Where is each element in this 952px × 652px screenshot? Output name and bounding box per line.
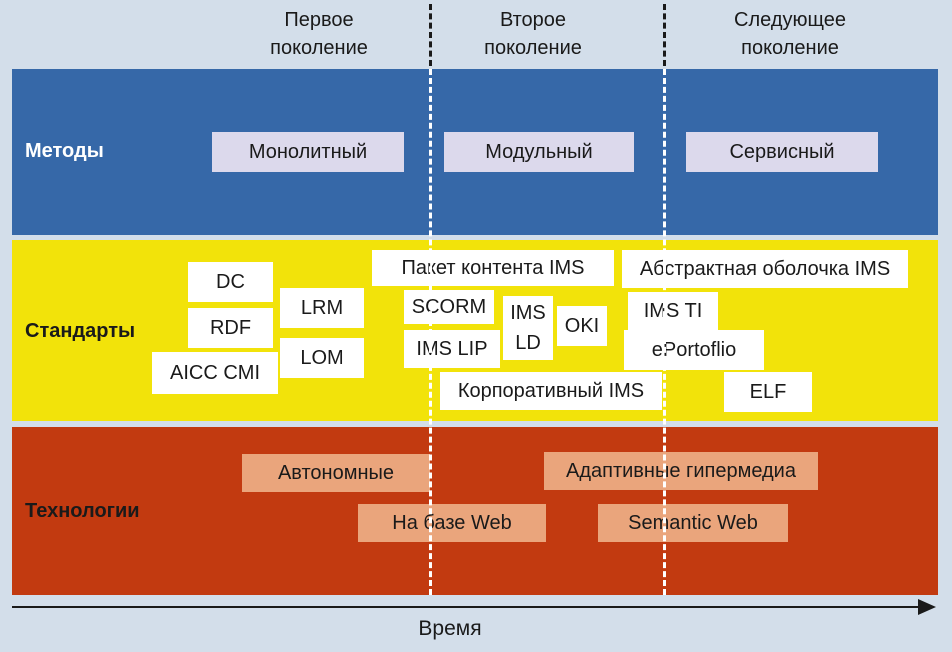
method-service: Сервисный bbox=[686, 132, 878, 172]
standard-scorm: SCORM bbox=[404, 290, 494, 324]
generation-divider-2 bbox=[663, 69, 666, 595]
standard-ims-content-package: Пакет контента IMS bbox=[372, 250, 614, 286]
generation-header-next: Следующее поколение bbox=[695, 6, 885, 62]
technology-autonomous: Автономные bbox=[242, 454, 430, 492]
generation-header-next-line1: Следующее bbox=[734, 9, 846, 31]
technology-web-based: На базе Web bbox=[358, 504, 546, 542]
time-axis-line bbox=[12, 606, 922, 608]
technology-semantic-web: Semantic Web bbox=[598, 504, 788, 542]
row-label-technologies: Технологии bbox=[25, 500, 140, 522]
standard-ims-ld: IMS LD bbox=[503, 296, 553, 360]
generation-divider-2-top bbox=[663, 4, 666, 66]
generation-divider-1-top bbox=[429, 4, 432, 66]
generation-header-next-line2: поколение bbox=[741, 37, 839, 59]
standard-ims-lip: IMS LIP bbox=[404, 330, 500, 368]
time-axis-label: Время bbox=[418, 617, 482, 640]
standard-corporate-ims: Корпоративный IMS bbox=[440, 372, 662, 410]
standard-ims-abstract-framework: Абстрактная оболочка IMS bbox=[622, 250, 908, 288]
standard-elf: ELF bbox=[724, 372, 812, 412]
standard-oki: OKI bbox=[557, 306, 607, 346]
standard-lom: LOM bbox=[280, 338, 364, 378]
standard-ims-ld-label: IMS LD bbox=[510, 302, 546, 354]
generation-header-first-line2: поколение bbox=[270, 37, 368, 59]
method-monolithic: Монолитный bbox=[212, 132, 404, 172]
standard-aicc-cmi: AICC CMI bbox=[152, 352, 278, 394]
generation-header-first: Первое поколение bbox=[224, 6, 414, 62]
generation-header-second-line2: поколение bbox=[484, 37, 582, 59]
row-label-methods: Методы bbox=[25, 140, 104, 162]
standard-rdf: RDF bbox=[188, 308, 273, 348]
standard-dc: DC bbox=[188, 262, 273, 302]
generation-header-second-line1: Второе bbox=[499, 9, 567, 31]
standard-eportfolio: ePortoflio bbox=[624, 330, 764, 370]
technology-adaptive-hypermedia: Адаптивные гипермедиа bbox=[544, 452, 818, 490]
time-axis-arrow-icon bbox=[918, 599, 936, 615]
generation-header-second: Второе поколение bbox=[438, 6, 628, 62]
row-label-standards: Стандарты bbox=[25, 320, 136, 342]
standard-ims-ti: IMS TI bbox=[628, 292, 718, 330]
standard-lrm: LRM bbox=[280, 288, 364, 328]
generation-divider-1 bbox=[429, 69, 432, 595]
generation-header-first-line1: Первое bbox=[284, 9, 354, 31]
method-modular: Модульный bbox=[444, 132, 634, 172]
